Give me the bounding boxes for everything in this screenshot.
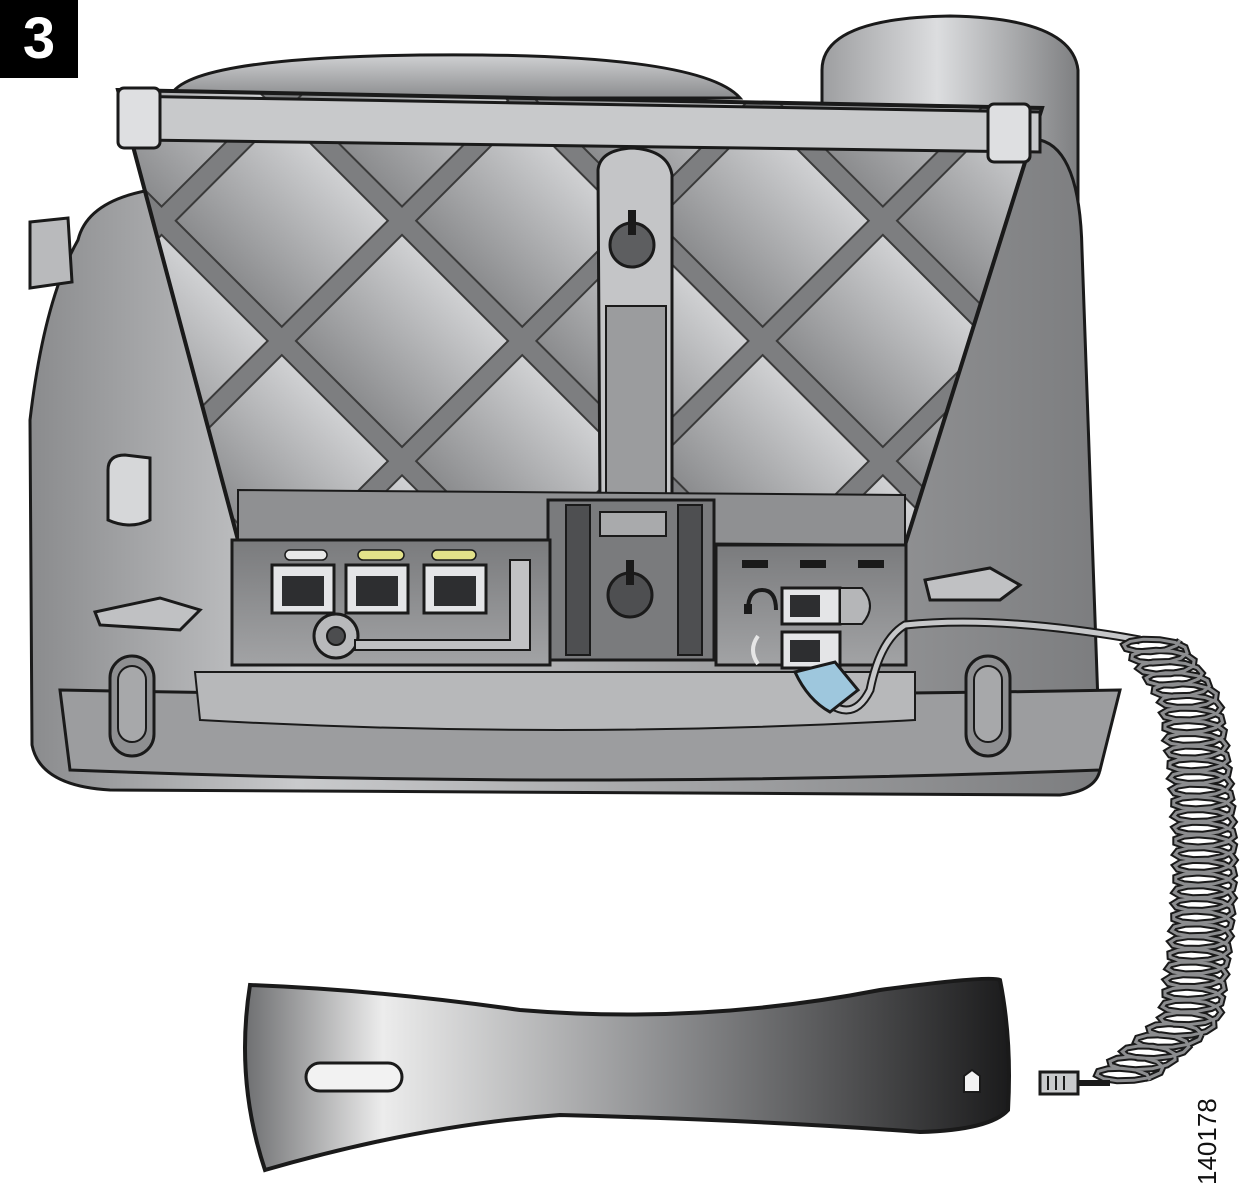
handset-icon <box>751 634 760 666</box>
rear-hump <box>168 53 744 100</box>
handset-cord-jack <box>963 1068 981 1093</box>
handset-slot <box>304 1061 404 1093</box>
port-tag-2 <box>357 549 405 561</box>
ethernet-port-1[interactable] <box>270 563 336 615</box>
hook-left <box>92 596 203 632</box>
handset-cord-straight <box>811 617 1141 715</box>
coiled-cord <box>1092 635 1240 1085</box>
figure-id: 140178 <box>1192 1098 1222 1185</box>
handset <box>243 976 1011 1173</box>
port-tag-1 <box>284 549 328 561</box>
cord-end-plug <box>1038 1070 1110 1096</box>
step-number-badge: 3 <box>0 0 78 78</box>
foot-stand <box>115 86 1045 548</box>
headset-port[interactable] <box>780 586 871 626</box>
coil-highlight <box>1094 637 1237 1083</box>
headset-icon <box>744 587 778 614</box>
ethernet-port-2[interactable] <box>344 563 410 615</box>
power-jack[interactable] <box>312 612 360 660</box>
connector-panel-left <box>230 538 552 667</box>
port-tag-3 <box>431 549 477 561</box>
ethernet-port-3[interactable] <box>422 563 488 615</box>
cord-plug-inserted <box>792 660 861 714</box>
connector-panel-right <box>714 543 908 670</box>
rubber-foot-left <box>108 654 156 758</box>
wall-mount-panel <box>546 498 716 662</box>
hook-right <box>923 566 1023 602</box>
rubber-foot-right <box>964 654 1012 758</box>
